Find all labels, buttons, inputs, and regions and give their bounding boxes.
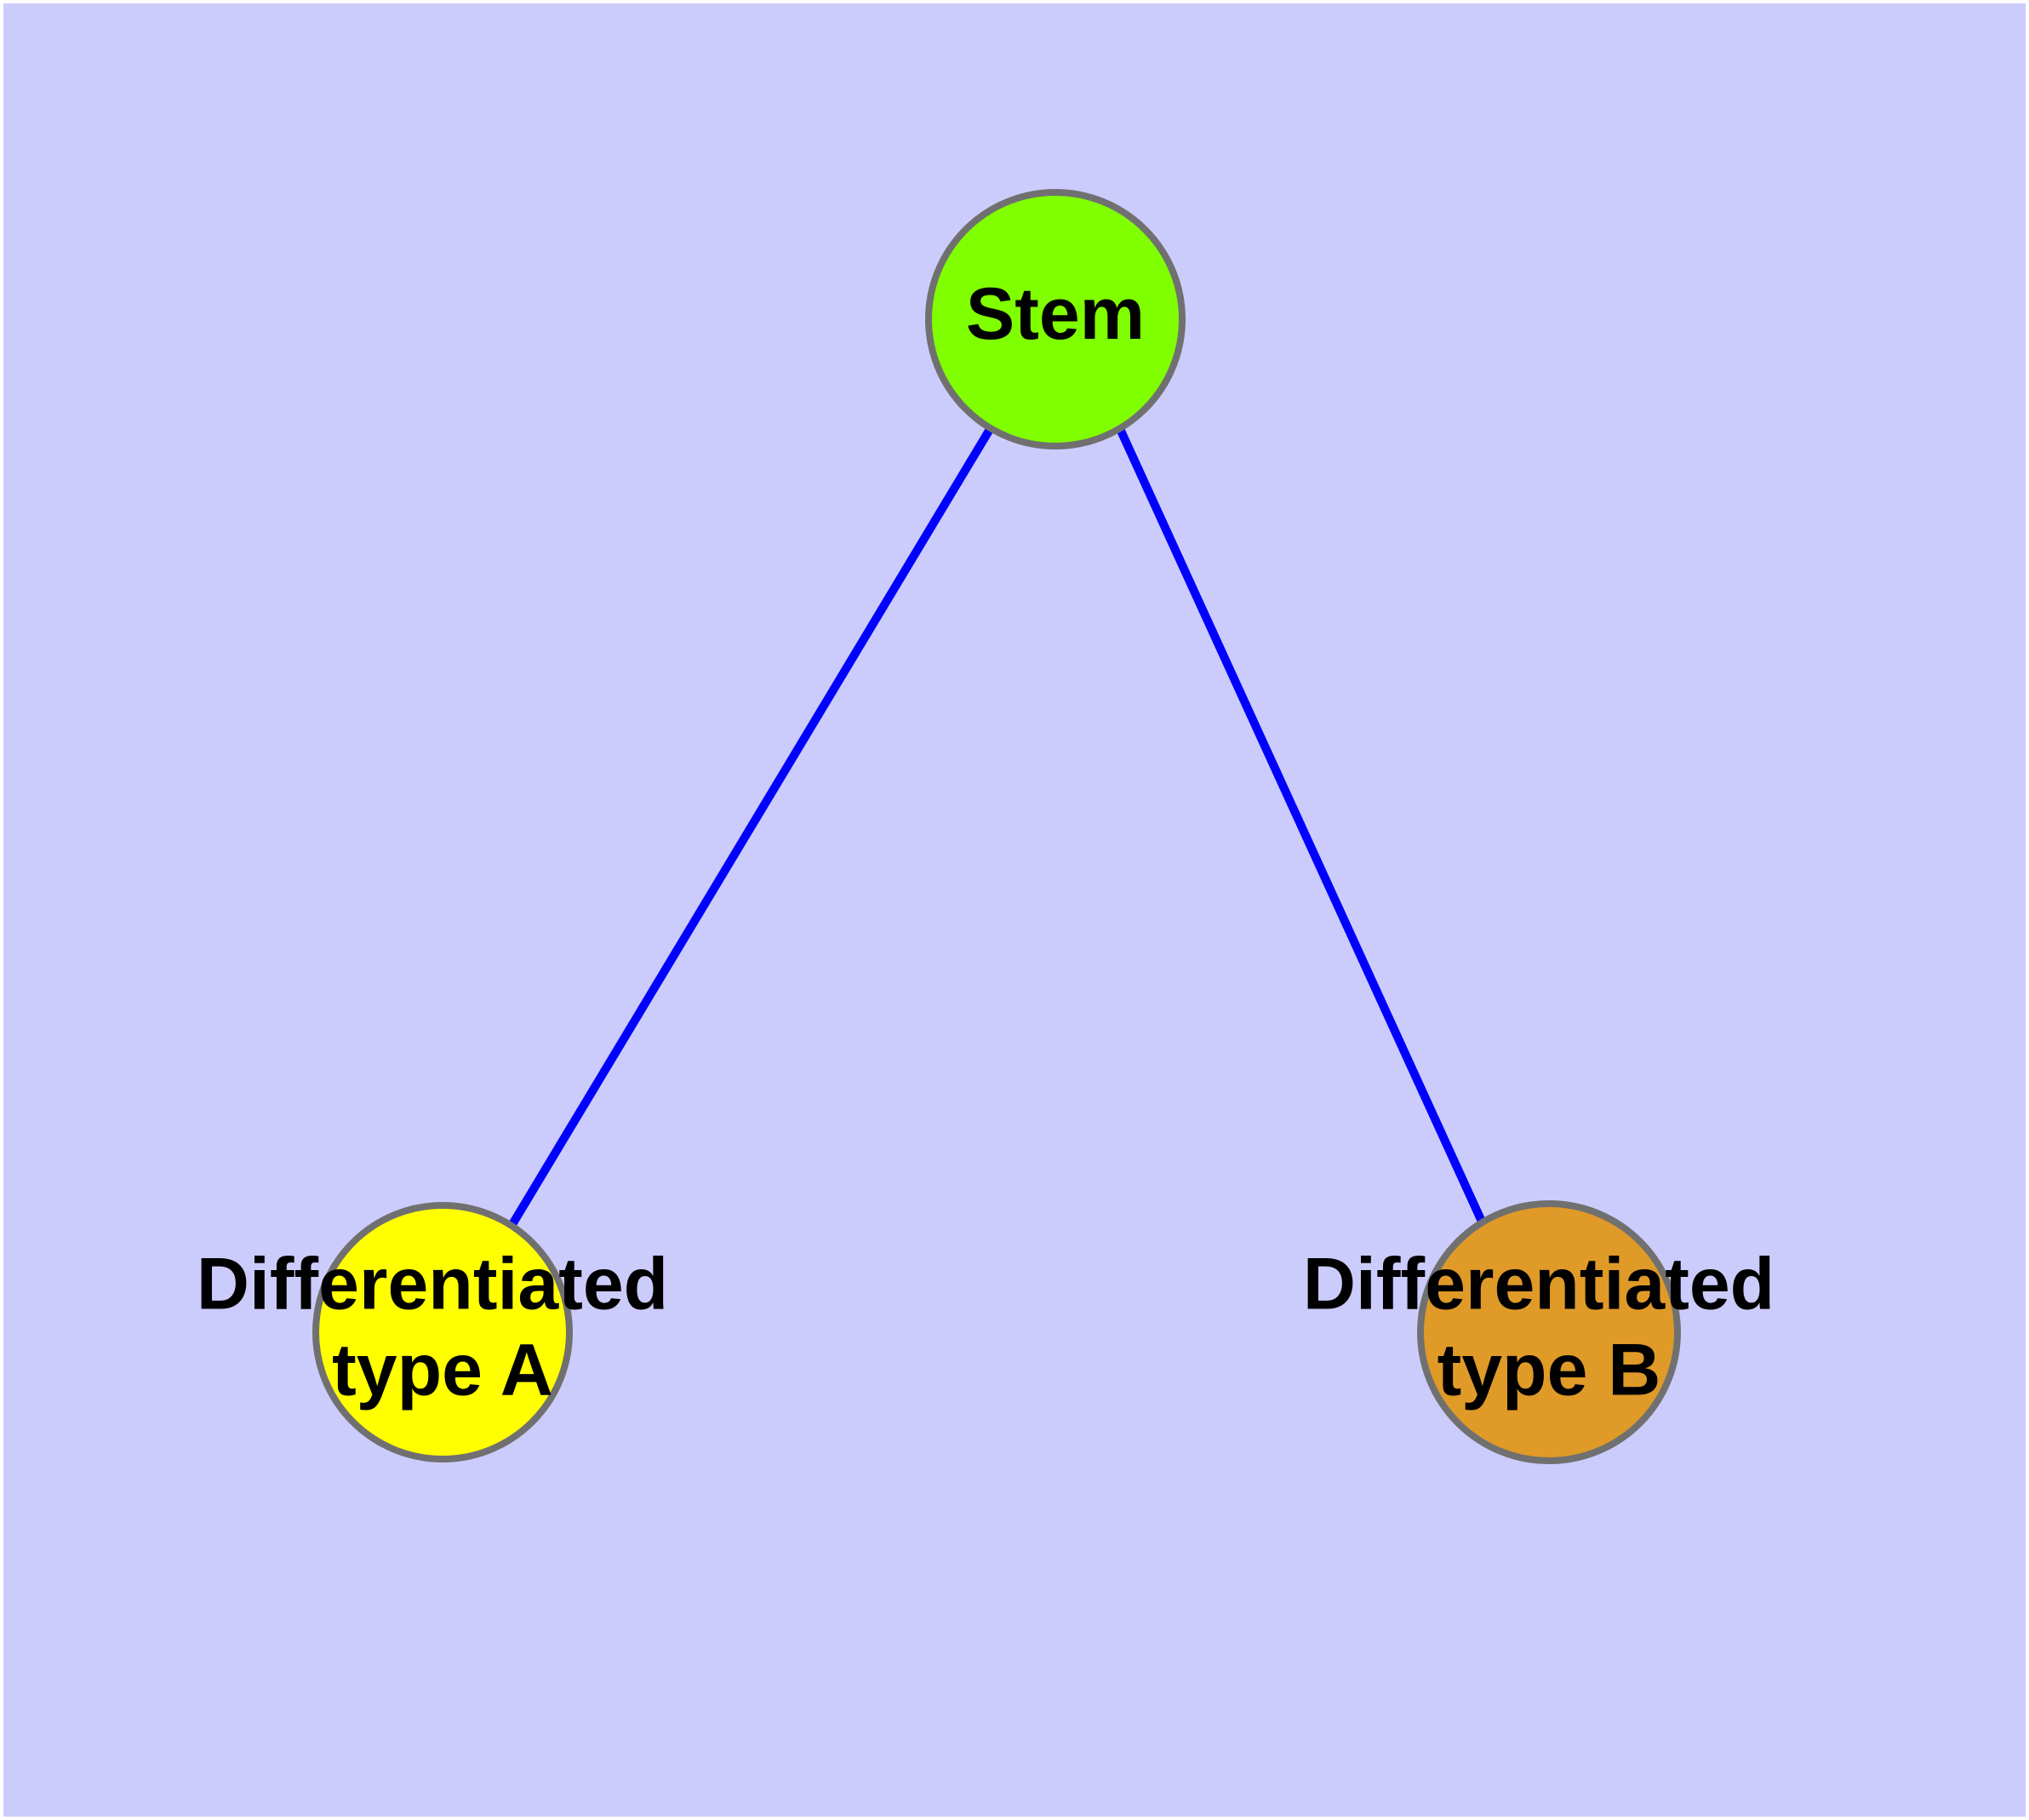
- node-label-stem-line-1: Stem: [966, 273, 1145, 355]
- node-label-differentiated-type-a-line-2: type A: [332, 1329, 553, 1411]
- node-label-differentiated-type-b-line-1: Differentiated: [1303, 1243, 1775, 1325]
- node-label-stem: Stem: [966, 273, 1145, 355]
- label-layer: Stem Differentiated type A Differentiate…: [197, 273, 1795, 1411]
- node-differentiated-type-a[interactable]: [312, 1202, 573, 1462]
- edge-stem-to-differentiated-type-a[interactable]: [507, 428, 993, 1228]
- node-label-differentiated-type-b: Differentiated type B: [1303, 1243, 1795, 1411]
- node-differentiated-type-b[interactable]: [1417, 1200, 1681, 1464]
- node-stem[interactable]: [925, 189, 1186, 449]
- edge-layer: [507, 428, 1487, 1228]
- node-label-differentiated-type-b-line-2: type B: [1437, 1329, 1661, 1411]
- node-label-differentiated-type-a: Differentiated type A: [197, 1243, 689, 1411]
- node-label-differentiated-type-a-line-1: Differentiated: [197, 1243, 668, 1325]
- node-layer: [312, 189, 1681, 1464]
- edge-stem-to-differentiated-type-b[interactable]: [1117, 428, 1487, 1226]
